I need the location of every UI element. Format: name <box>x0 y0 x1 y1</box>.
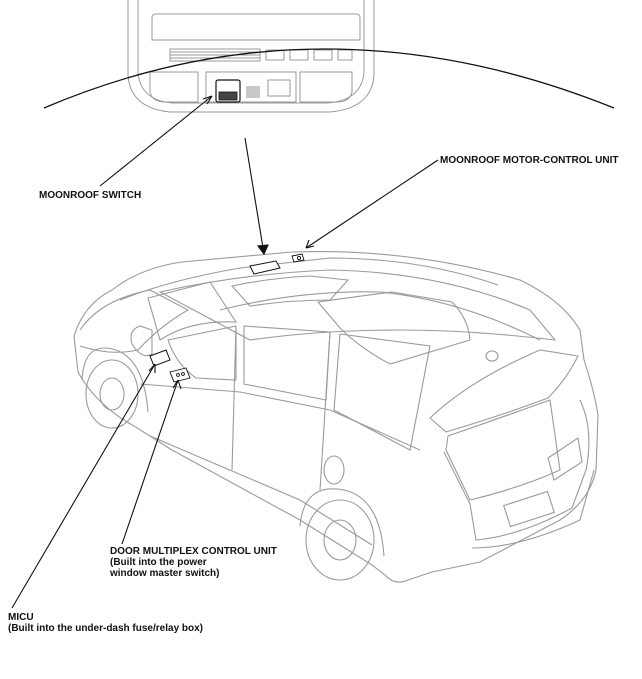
switch-leader <box>99 95 213 187</box>
console-outer-frame <box>127 0 375 113</box>
moonroof-glass-rear <box>316 291 471 365</box>
motor-leader-arrow <box>305 239 315 249</box>
rear-door-window <box>243 325 331 401</box>
door-multiplex-title: DOOR MULTIPLEX CONTROL UNIT <box>110 546 277 557</box>
rear-bumper <box>471 469 595 549</box>
side-mirror <box>130 325 153 357</box>
rear-window <box>445 399 561 501</box>
console-switch-bezel <box>205 71 297 103</box>
door-multiplex-note-1: (Built into the power <box>110 557 207 568</box>
console-button-c <box>313 49 333 61</box>
body-outline <box>73 251 599 583</box>
suv-body <box>73 251 599 583</box>
roof-rail-left <box>119 257 499 301</box>
inset-to-car-arrow <box>256 244 269 256</box>
microphone-grille <box>246 86 260 98</box>
inset-arc <box>43 48 615 109</box>
rear-emblem <box>485 350 499 362</box>
moonroof-glass-front <box>230 275 350 307</box>
map-light-left <box>149 71 199 103</box>
quarter-window <box>333 333 431 451</box>
micu-label: MICU (Built into the under-dash fuse/rel… <box>8 612 203 634</box>
license-plate <box>503 490 555 528</box>
micu-leader-arrow <box>148 363 156 373</box>
rear-wheel <box>305 499 375 581</box>
hood <box>79 289 190 353</box>
moonroof-switch-icon <box>215 79 241 103</box>
motor-leader <box>305 159 439 249</box>
door-leader <box>121 379 179 545</box>
moonroof-motor-mark <box>291 253 305 263</box>
console-button-a <box>265 49 285 61</box>
console-inner-frame <box>137 0 365 104</box>
door-multiplex-note-2: window master switch) <box>110 568 220 579</box>
moonroof-switch-mark <box>249 260 281 275</box>
micu-leader <box>11 363 156 609</box>
moonroof-motor-label: MOONROOF MOTOR-CONTROL UNIT <box>440 155 619 166</box>
belt-line <box>139 383 421 451</box>
door-leader-arrow <box>172 379 182 390</box>
micu-mark <box>149 349 171 367</box>
front-door-seam <box>231 325 237 471</box>
console-top-rim <box>151 13 361 41</box>
console-button-d <box>337 49 353 61</box>
rocker-line <box>149 435 373 546</box>
sunglass-holder <box>267 79 291 97</box>
roof-rail-right <box>219 291 541 341</box>
rear-door-seam <box>319 331 331 491</box>
windshield <box>147 281 238 341</box>
front-wheel-hub <box>99 377 125 411</box>
rear-wheel-arch <box>299 488 385 557</box>
door-multiplex-mark <box>169 367 191 383</box>
overhead-console-inset <box>127 0 375 113</box>
map-light-right <box>299 71 353 103</box>
leader-lines <box>11 95 439 609</box>
door-multiplex-label: DOOR MULTIPLEX CONTROL UNIT (Built into … <box>110 546 277 579</box>
moonroof-switch-label: MOONROOF SWITCH <box>39 190 142 201</box>
micu-note: (Built into the under-dash fuse/relay bo… <box>8 623 204 634</box>
fuel-door <box>323 455 345 485</box>
tail-light <box>547 437 583 481</box>
rear-spoiler <box>429 349 579 433</box>
console-button-b <box>289 49 309 61</box>
inset-to-car-leader <box>244 137 265 255</box>
rear-wheel-hub <box>323 519 357 561</box>
micu-title: MICU <box>8 612 34 623</box>
switch-leader-arrow <box>202 95 213 105</box>
front-wheel-arch <box>81 347 149 413</box>
rear-hatch <box>443 399 590 541</box>
roof-panel <box>158 269 557 341</box>
